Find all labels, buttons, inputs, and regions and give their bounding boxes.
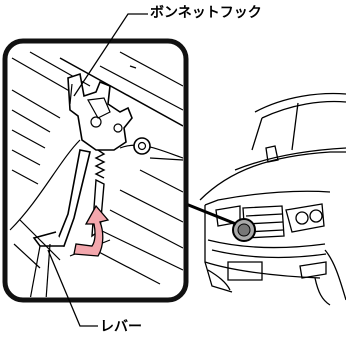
- lever-leader-line: [47, 249, 98, 327]
- bonnet-hook-label: ボンネットフック: [150, 5, 262, 21]
- curved-arrow-icon: [73, 204, 110, 257]
- bonnet-hook-leader-line: [73, 13, 148, 97]
- car-illustration: [199, 92, 346, 306]
- circle-marker-icon: [232, 218, 256, 242]
- zoom-leader-line: [185, 202, 237, 226]
- zoom-detail-content: [9, 51, 183, 297]
- lever-label: レバー: [100, 319, 142, 335]
